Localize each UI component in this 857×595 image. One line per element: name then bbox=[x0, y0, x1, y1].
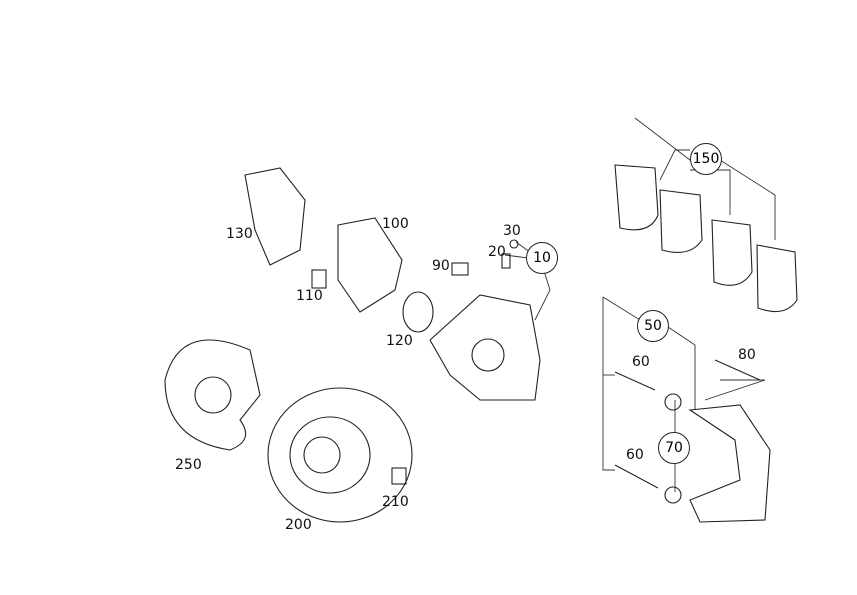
brake-pads-150 bbox=[614, 164, 798, 313]
label-60-top: 60 bbox=[632, 354, 650, 370]
bolts-60-80 bbox=[614, 359, 761, 489]
label-200: 200 bbox=[285, 517, 312, 533]
label-30: 30 bbox=[503, 223, 521, 239]
bleeder-20 bbox=[501, 253, 511, 269]
screw-210 bbox=[391, 467, 407, 485]
seal-ring-120 bbox=[402, 291, 434, 333]
parking-motor-100 bbox=[337, 217, 403, 313]
bolt-90 bbox=[451, 262, 469, 276]
leader-lines bbox=[504, 117, 776, 492]
bushing-70-bottom bbox=[664, 486, 682, 504]
label-210: 210 bbox=[382, 494, 409, 510]
callout-10: 10 bbox=[526, 242, 558, 274]
label-110: 110 bbox=[296, 288, 323, 304]
label-250: 250 bbox=[175, 457, 202, 473]
cap-30 bbox=[509, 239, 519, 249]
label-80: 80 bbox=[738, 347, 756, 363]
brake-disc-200 bbox=[267, 387, 413, 523]
label-90: 90 bbox=[432, 258, 450, 274]
caliper-carrier bbox=[688, 404, 771, 523]
label-130: 130 bbox=[226, 226, 253, 242]
callout-70: 70 bbox=[658, 432, 690, 464]
cover-130 bbox=[244, 167, 306, 266]
label-100: 100 bbox=[382, 216, 409, 232]
callout-50: 50 bbox=[637, 310, 669, 342]
label-20: 20 bbox=[488, 244, 506, 260]
bolt-110 bbox=[311, 269, 327, 289]
label-120: 120 bbox=[386, 333, 413, 349]
callout-150: 150 bbox=[690, 143, 722, 175]
caliper-10 bbox=[429, 294, 541, 401]
dust-shield-250 bbox=[164, 339, 261, 451]
bushing-70-top bbox=[664, 393, 682, 411]
label-60-bottom: 60 bbox=[626, 447, 644, 463]
